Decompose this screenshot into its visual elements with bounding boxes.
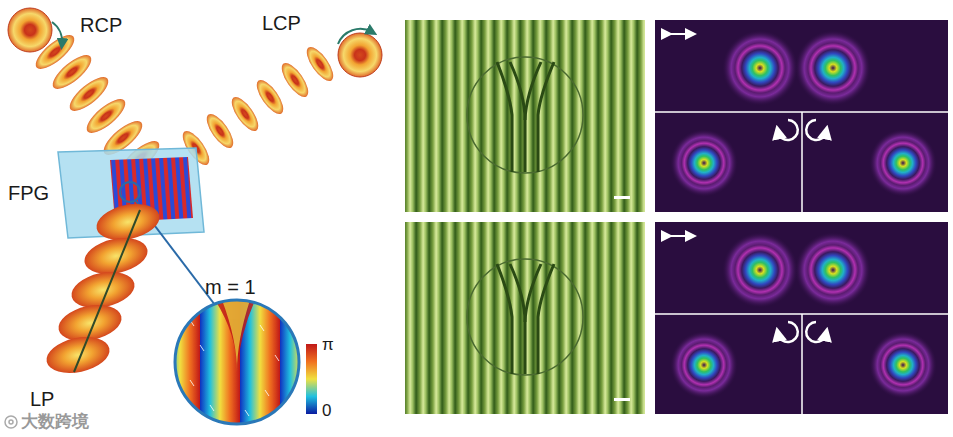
component-label: FPG — [8, 182, 49, 204]
beam-label: RCP — [80, 14, 122, 36]
phase-zoom — [170, 295, 317, 435]
micrograph-bottom — [405, 222, 645, 414]
beam-profiles-bottom — [655, 222, 948, 414]
beam-profiles-top — [655, 20, 948, 212]
beam-label: LP — [30, 388, 54, 410]
lp-beam — [43, 199, 163, 379]
lcp-beam — [178, 29, 382, 169]
colorbar-max: π — [322, 336, 334, 355]
order-label: m = 1 — [205, 276, 256, 298]
watermark: 大数跨境 — [21, 413, 89, 432]
micrograph-top — [405, 20, 645, 212]
watermark-icon — [5, 416, 17, 428]
colorbar-min: 0 — [322, 402, 331, 421]
beam-label: LCP — [262, 12, 301, 34]
